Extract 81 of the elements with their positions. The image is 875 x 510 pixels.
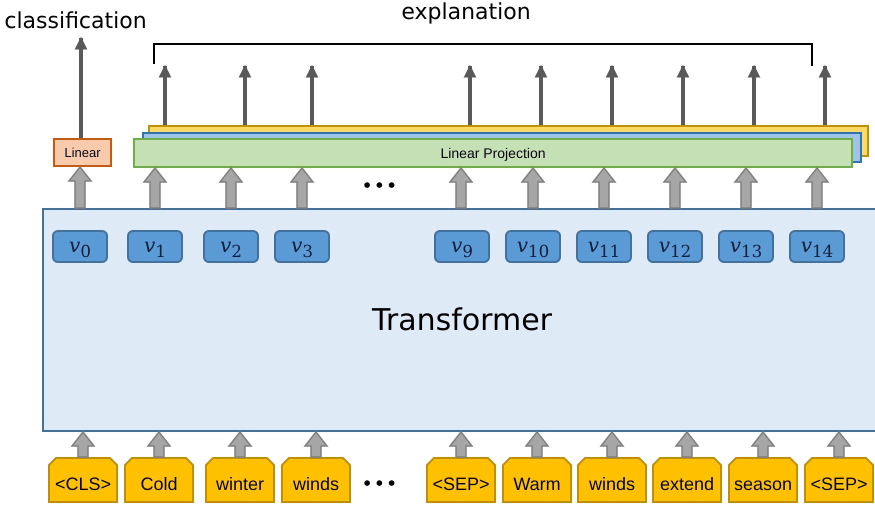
arrow <box>464 64 476 125</box>
vector-box <box>789 230 845 263</box>
linear-layer-box <box>53 138 112 167</box>
token-box <box>124 457 194 503</box>
layer-label: Linear <box>64 145 101 160</box>
token-label: Cold <box>140 474 178 494</box>
token-label: <CLS> <box>54 474 112 494</box>
token-label: winter <box>216 474 264 494</box>
vector-box <box>203 230 259 263</box>
arrow <box>818 64 832 125</box>
token-label: winds <box>588 474 636 494</box>
block-arrow <box>662 166 688 209</box>
block-arrow <box>146 430 172 458</box>
block-arrow <box>303 430 329 458</box>
block-arrow <box>591 166 617 209</box>
block-arrow <box>750 430 776 458</box>
token-box <box>804 457 874 503</box>
token-box <box>426 457 496 503</box>
token-box <box>652 457 722 503</box>
token-label: winds <box>292 474 340 494</box>
token-box <box>48 457 118 503</box>
arrow <box>676 64 690 125</box>
block-arrow <box>599 430 625 458</box>
linear-projection-stack <box>133 125 869 168</box>
transformer-label: Transformer <box>372 302 552 338</box>
vector-label: v$_{3}$ <box>291 232 313 260</box>
token-box <box>728 457 798 503</box>
vector-box <box>52 230 108 263</box>
vector-label: v$_{12}$ <box>658 232 692 260</box>
block-arrow <box>67 166 93 209</box>
block-arrow <box>804 166 830 209</box>
block-arrow <box>289 166 315 209</box>
arrow <box>74 36 88 138</box>
block-arrow <box>70 430 96 458</box>
token-box <box>502 457 572 503</box>
block-arrow <box>524 430 550 458</box>
vector-label: v$_{9}$ <box>451 232 473 260</box>
vector-label: v$_{0}$ <box>69 232 91 260</box>
arrow <box>748 64 760 125</box>
vector-box <box>127 230 183 263</box>
vector-label: v$_{13}$ <box>730 232 762 260</box>
vector-label: v$_{11}$ <box>588 232 620 260</box>
token-label: season <box>734 474 792 494</box>
ellipsis: ••• <box>362 176 399 195</box>
vector-label: v$_{2}$ <box>220 232 242 260</box>
transformer-box <box>42 208 875 432</box>
vector-box <box>505 230 561 263</box>
ellipsis: ••• <box>362 474 399 493</box>
vector-box <box>647 230 703 263</box>
arrow <box>306 64 318 125</box>
block-arrow <box>227 430 253 458</box>
block-arrow <box>448 430 474 458</box>
output-label: classification <box>8 4 143 38</box>
vector-box <box>434 230 490 263</box>
vector-label: v$_{1}$ <box>144 232 166 260</box>
arrow <box>534 64 548 125</box>
token-label: <SEP> <box>810 474 868 494</box>
block-arrow <box>142 166 168 209</box>
block-arrow <box>218 166 244 209</box>
vector-box <box>576 230 632 263</box>
bracketed-output <box>153 0 813 66</box>
arrow <box>158 64 172 125</box>
token-box <box>577 457 647 503</box>
token-box <box>281 457 351 503</box>
vector-label: v$_{14}$ <box>800 232 834 260</box>
vector-box <box>274 230 330 263</box>
block-arrow <box>674 430 700 458</box>
layer-label: Linear Projection <box>440 145 546 161</box>
token-box <box>205 457 275 503</box>
vector-label: v$_{10}$ <box>516 232 550 260</box>
token-label: extend <box>660 474 714 494</box>
token-label: Warm <box>513 474 561 494</box>
block-arrow <box>826 430 852 458</box>
block-arrow <box>448 166 474 209</box>
vector-box <box>718 230 774 263</box>
block-arrow <box>733 166 759 209</box>
arrow <box>238 64 252 125</box>
arrow <box>606 64 618 125</box>
token-label: <SEP> <box>432 474 490 494</box>
output-label: explanation <box>401 0 531 25</box>
block-arrow <box>520 166 546 209</box>
